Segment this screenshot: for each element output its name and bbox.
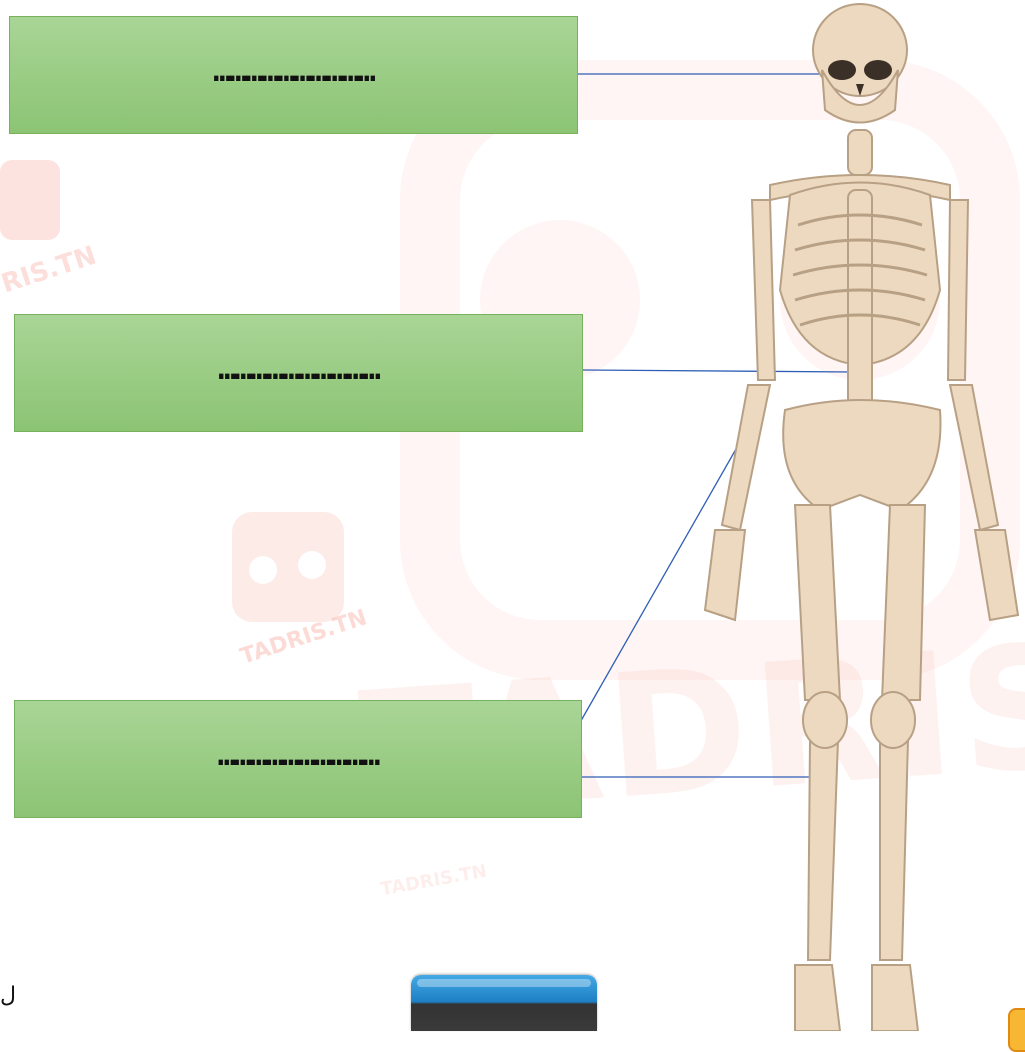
label-box-spine[interactable]: ………………………… [14,314,583,432]
label-placeholder: ………………………… [218,738,379,773]
skeleton-illustration [700,0,1025,1031]
side-text-fragment: ل [0,983,16,1008]
label-box-skull[interactable]: ………………………… [9,16,578,134]
label-placeholder: ………………………… [218,352,379,387]
label-box-limbs[interactable]: ………………………… [14,700,582,818]
label-placeholder: ………………………… [213,54,374,89]
corner-tab-button[interactable] [1008,1008,1025,1052]
nav-button[interactable] [411,975,597,1031]
